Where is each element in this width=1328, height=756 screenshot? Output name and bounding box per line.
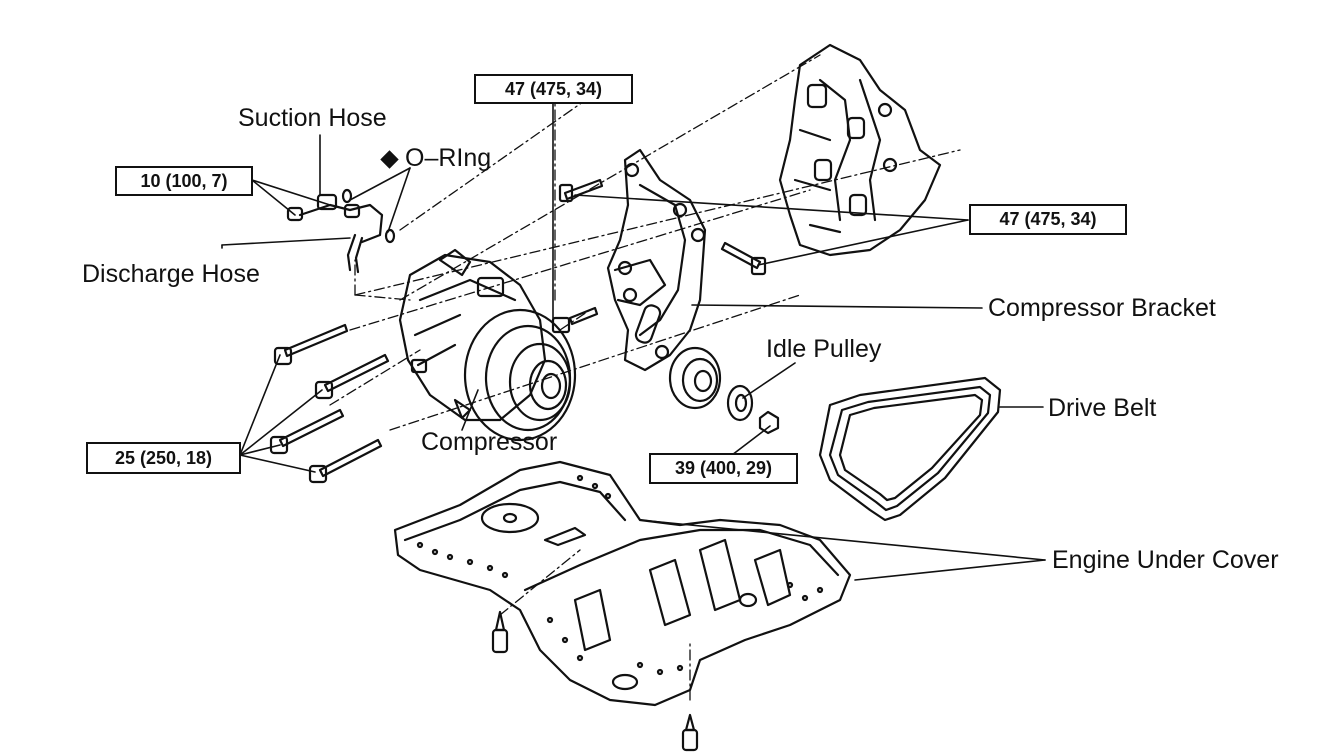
idle-pulley-label: Idle Pulley [766, 335, 882, 363]
compressor-label: Compressor [421, 428, 558, 456]
compressor-part [398, 248, 577, 442]
engine-block [778, 43, 942, 257]
torque-spec-box-top: 47 (475, 34) [474, 74, 633, 104]
torque-spec-box-compressor: 25 (250, 18) [86, 442, 241, 474]
torque-spec-box-hose: 10 (100, 7) [115, 166, 253, 196]
o-ring-label: O–RIng [405, 144, 492, 172]
discharge-hose-label: Discharge Hose [82, 260, 260, 288]
idle-pulley-part [668, 346, 780, 435]
drive-belt-part [818, 376, 1002, 522]
engine-under-cover-label: Engine Under Cover [1052, 546, 1279, 574]
engine-under-cover-part [393, 460, 852, 752]
bracket-bolts [551, 178, 767, 334]
torque-spec-box-pulley: 39 (400, 29) [649, 453, 798, 484]
torque-spec-box-bracket: 47 (475, 34) [969, 204, 1127, 235]
hoses-part [286, 188, 396, 274]
drive-belt-label: Drive Belt [1048, 394, 1157, 422]
compressor-bracket-part [606, 148, 707, 372]
compressor-bracket-label: Compressor Bracket [988, 294, 1216, 322]
compressor-bolts [269, 323, 390, 484]
leader-lines [221, 99, 1046, 581]
suction-hose-label: Suction Hose [238, 104, 387, 132]
